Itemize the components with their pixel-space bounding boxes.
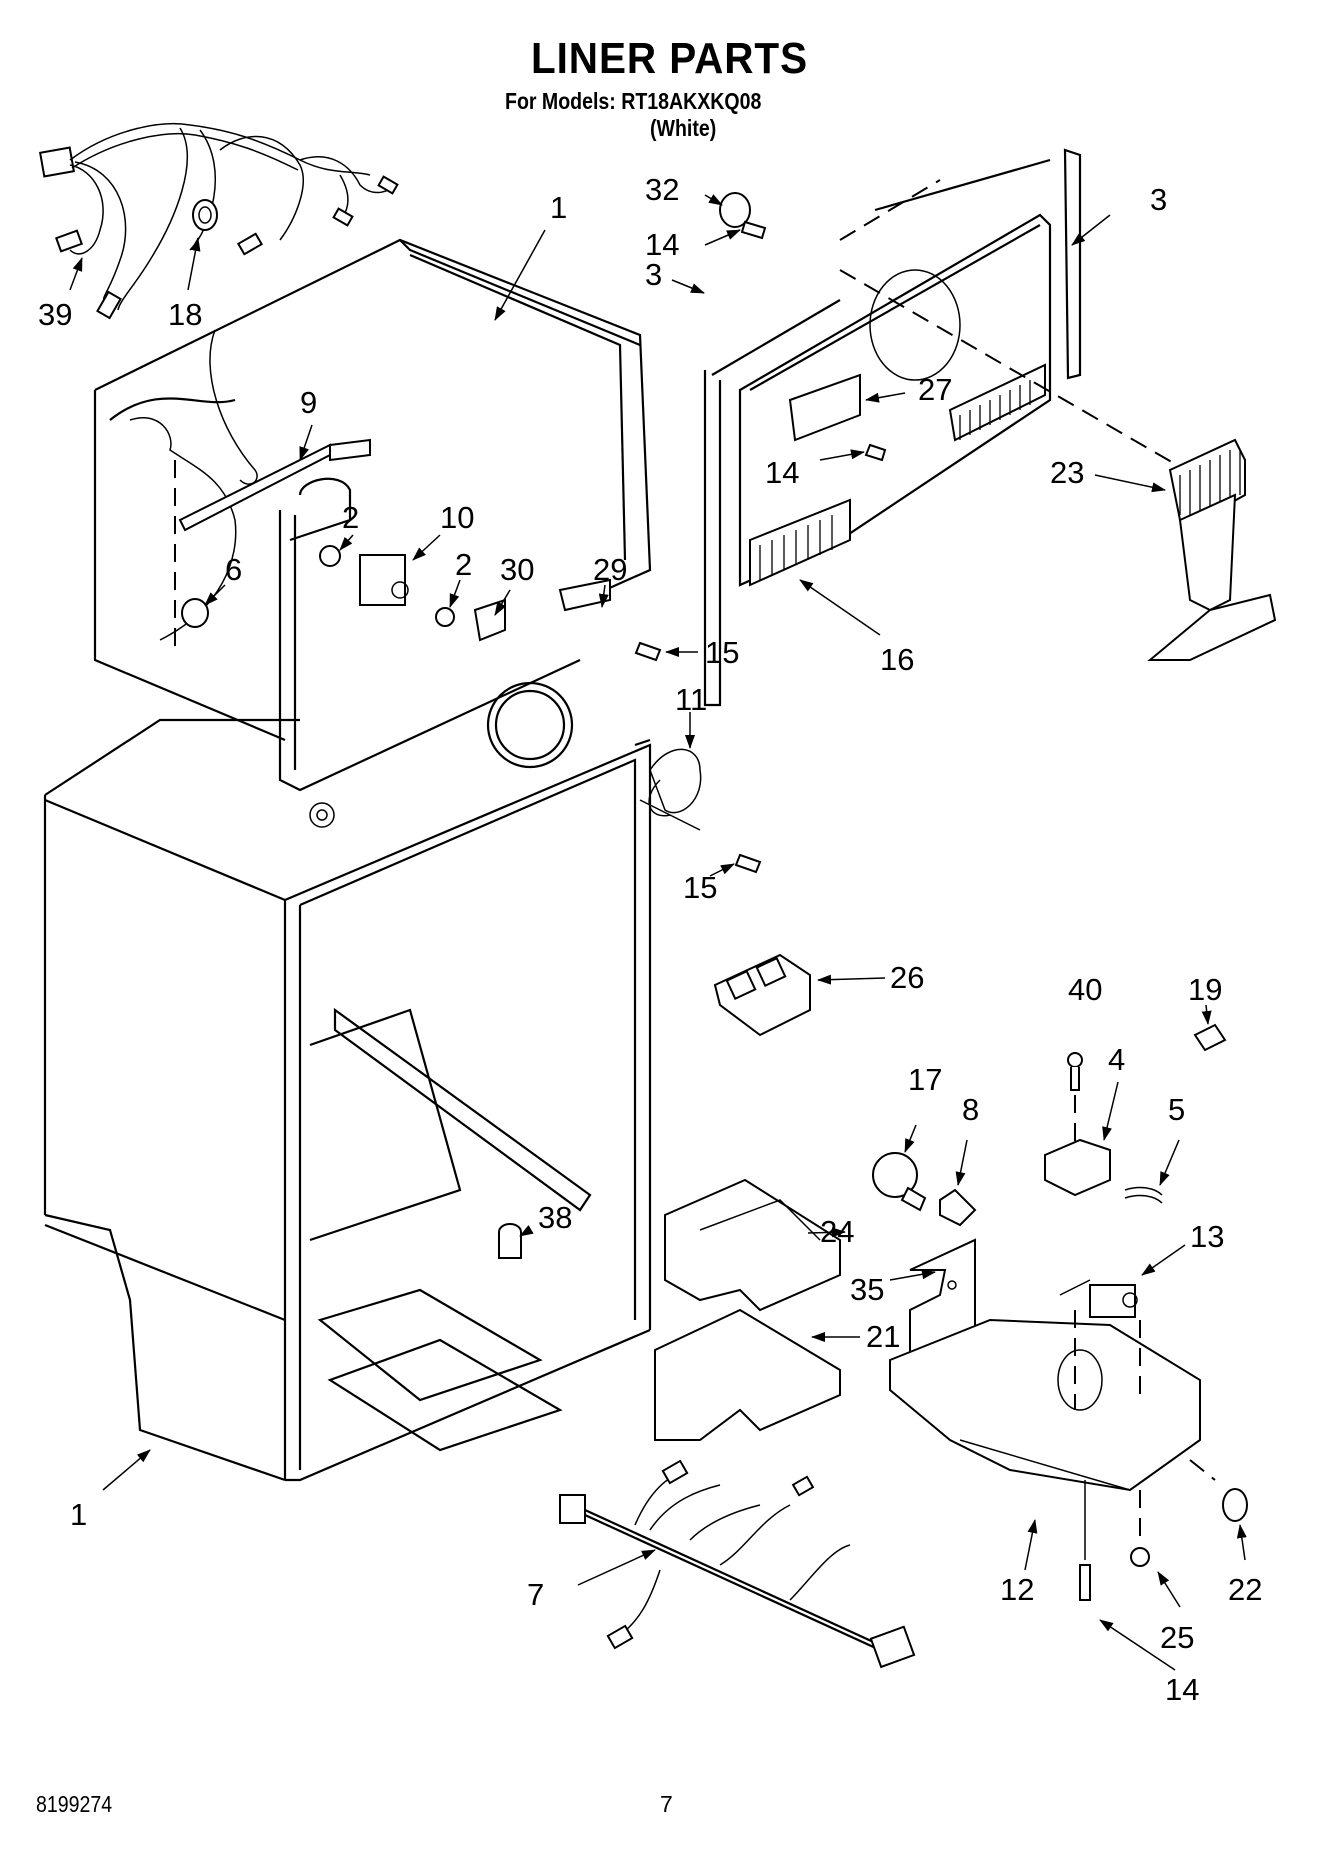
page-number: 7 [660, 1791, 673, 1817]
light-bulb-17-icon [872, 1152, 918, 1198]
bracket-27-icon [788, 373, 861, 442]
color-variant: (White) [650, 115, 717, 141]
callout-3-left: 3 [645, 257, 662, 292]
callout-1-bottom: 1 [70, 1497, 87, 1532]
callout-16: 16 [880, 642, 914, 677]
control-panel-assembly [703, 148, 1221, 707]
callout-7: 7 [527, 1577, 544, 1612]
fan-blade [639, 748, 762, 874]
callout-12: 12 [1000, 1572, 1034, 1607]
callout-14-c: 14 [1165, 1672, 1199, 1707]
callout-14-a: 14 [645, 227, 679, 262]
callout-32: 32 [645, 172, 679, 207]
air-diffuser [1147, 438, 1277, 661]
part-21-icon [654, 1308, 841, 1441]
callout-15-a: 15 [705, 635, 739, 670]
thermostat-10-icon [359, 554, 406, 606]
part-19-icon [1193, 1023, 1227, 1052]
callout-15-b: 15 [683, 870, 717, 905]
light-switch-housing [713, 953, 811, 1037]
callout-26: 26 [890, 960, 924, 995]
callout-38: 38 [538, 1200, 572, 1235]
callout-39: 39 [38, 297, 72, 332]
grommet-18-icon [192, 199, 218, 231]
callout-6: 6 [225, 552, 242, 587]
wire-harness-upper [38, 123, 399, 320]
callout-22: 22 [1228, 1572, 1262, 1607]
part-24-icon [664, 1178, 841, 1312]
callout-13: 13 [1190, 1219, 1224, 1254]
callout-24: 24 [820, 1214, 854, 1249]
document-number: 8199274 [36, 1791, 113, 1817]
callout-18: 18 [168, 297, 202, 332]
callout-17: 17 [908, 1062, 942, 1097]
callout-27: 27 [918, 372, 952, 407]
callout-35: 35 [850, 1272, 884, 1307]
nut-25-icon [1130, 1547, 1150, 1567]
small-parts [872, 1023, 1227, 1227]
callout-5: 5 [1168, 1092, 1185, 1127]
callout-9: 9 [300, 385, 317, 420]
leader-lines [69, 194, 1247, 1671]
knob-2-icon [319, 545, 341, 567]
callout-10: 10 [440, 500, 474, 535]
callout-14-b: 14 [765, 455, 799, 490]
callout-8: 8 [962, 1092, 979, 1127]
spacer-32-icon [719, 192, 751, 228]
callout-3-right: 3 [1150, 182, 1167, 217]
connector-icon [559, 1494, 586, 1524]
socket-8-icon [939, 1188, 977, 1227]
callout-25: 25 [1160, 1620, 1194, 1655]
knob-22-icon [1222, 1488, 1248, 1522]
callout-40: 40 [1068, 972, 1102, 1007]
callout-1-top: 1 [550, 190, 567, 225]
callout-11: 11 [675, 682, 707, 717]
models-line: For Models: RT18AKXKQ08 [505, 88, 762, 114]
callout-2-a: 2 [342, 500, 359, 535]
thermostat-13-icon [1089, 1284, 1136, 1318]
callout-23: 23 [1050, 455, 1084, 490]
fresh-food-liner [43, 718, 652, 1482]
freezer-liner [93, 238, 662, 792]
callout-29: 29 [593, 552, 627, 587]
crisper-cover-parts [654, 1178, 841, 1441]
callout-21: 21 [866, 1319, 900, 1354]
control-housing [889, 1279, 1248, 1601]
callout-2-b: 2 [455, 547, 472, 582]
callout-30: 30 [500, 552, 534, 587]
page-title: LINER PARTS [530, 34, 809, 83]
callout-4: 4 [1108, 1042, 1125, 1077]
callout-labels: 39 18 1 32 14 3 3 27 14 23 9 2 10 6 2 30… [38, 172, 1262, 1707]
part-4-icon [1044, 1138, 1111, 1197]
wire-harness-lower [559, 1459, 916, 1669]
callout-19: 19 [1188, 972, 1222, 1007]
